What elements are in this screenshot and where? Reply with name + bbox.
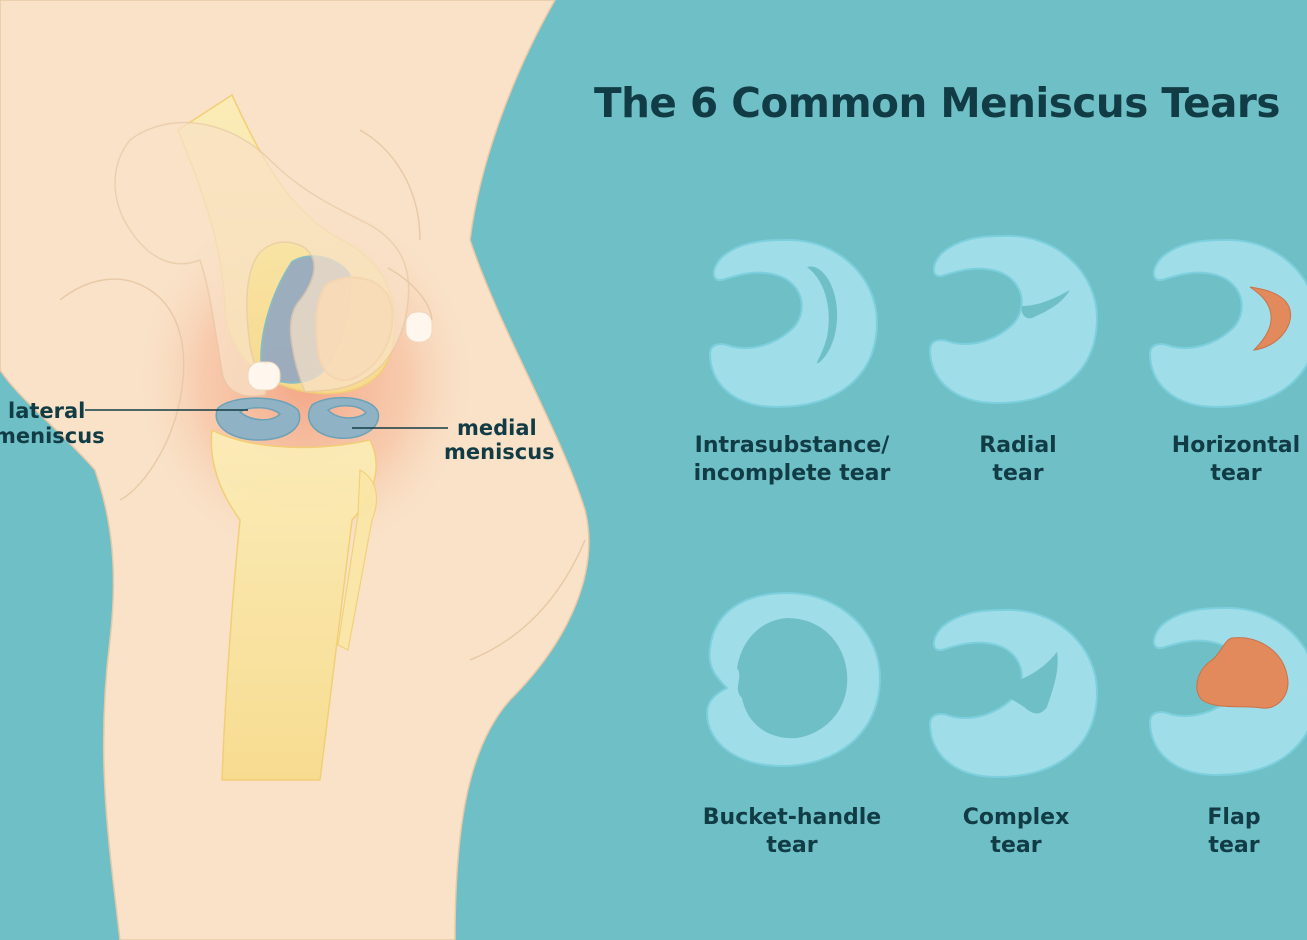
- meniscus-horizontal: [1148, 238, 1307, 409]
- caption-bucket-handle-line1: Bucket-handle: [703, 805, 881, 830]
- caption-horizontal-line1: Horizontal: [1172, 433, 1300, 458]
- caption-flap-line2: tear: [1208, 833, 1259, 858]
- thumb-outline: [59, 278, 185, 501]
- caption-bucket-handle-line2: tear: [766, 833, 817, 858]
- caption-complex-line1: Complex: [963, 805, 1070, 830]
- caption-radial-line1: Radial: [979, 433, 1056, 458]
- caption-intrasubstance-line1: Intrasubstance/: [695, 433, 891, 458]
- meniscus-bucket-handle: [705, 591, 882, 768]
- meniscus-complex: [928, 608, 1099, 779]
- meniscus-flap: [1148, 606, 1307, 777]
- caption-flap-line1: Flap: [1207, 805, 1260, 830]
- intrasubstance-tear: [807, 266, 838, 364]
- knee-illustration: [0, 0, 590, 940]
- radial-tear: [1021, 290, 1070, 319]
- meniscus-shape: [708, 238, 879, 409]
- caption-radial-line2: tear: [992, 461, 1043, 486]
- tibia-bone: [210, 428, 377, 781]
- caption-complex-line2: tear: [990, 833, 1041, 858]
- caption-horizontal-line2: tear: [1210, 461, 1261, 486]
- bucket-handle-tear: [737, 618, 848, 739]
- page-title: The 6 Common Meniscus Tears: [594, 79, 1280, 127]
- medial-meniscus: [307, 396, 380, 439]
- lateral-meniscus: [215, 397, 301, 441]
- meniscus-shape: [928, 608, 1099, 779]
- meniscus-intrasubstance: [708, 238, 879, 409]
- fingernail: [405, 311, 433, 343]
- lateral-label-line2: meniscus: [0, 424, 105, 448]
- flap-tear: [1196, 637, 1289, 709]
- meniscus-shape: [928, 234, 1099, 405]
- complex-tear: [992, 652, 1058, 714]
- meniscus-radial: [928, 234, 1099, 405]
- calf-outline: [469, 539, 586, 661]
- fingernail: [247, 361, 281, 391]
- finger-outline: [359, 129, 421, 241]
- caption-intrasubstance-line2: incomplete tear: [694, 461, 891, 486]
- finger-outline: [387, 267, 433, 321]
- medial-label-line2: meniscus: [444, 440, 555, 464]
- meniscus-shape: [1148, 238, 1307, 409]
- fibula-bone: [337, 469, 378, 651]
- lateral-label-line1: lateral: [8, 399, 85, 423]
- horizontal-tear: [1249, 286, 1292, 351]
- hand: [114, 121, 410, 397]
- medial-label-line1: medial: [457, 416, 537, 440]
